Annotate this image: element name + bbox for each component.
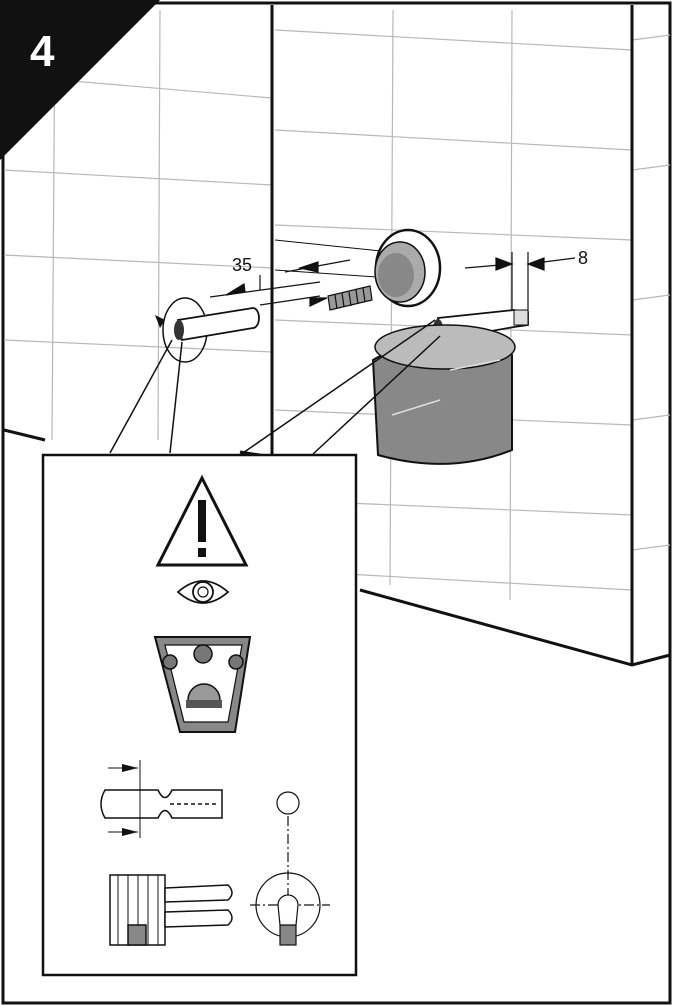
rotation-arrow-icon xyxy=(155,315,165,328)
dimension-label-8: 8 xyxy=(578,248,588,268)
warning-triangle-icon xyxy=(155,474,249,567)
left-rod xyxy=(174,307,260,342)
cup-holder xyxy=(371,324,516,465)
threaded-stud xyxy=(327,285,373,311)
dimension-35 xyxy=(209,259,351,307)
floor-line-right xyxy=(359,588,671,667)
step-number: 4 xyxy=(30,27,55,76)
wall-flange xyxy=(374,228,442,308)
rod-detail xyxy=(100,760,223,838)
floor-line-left xyxy=(3,428,46,442)
callout-lines xyxy=(109,319,441,456)
bracket-icon xyxy=(153,636,252,733)
alignment-symbol xyxy=(250,791,330,946)
bracket-assembly xyxy=(109,874,233,946)
step-badge xyxy=(0,0,160,160)
dimension-8 xyxy=(464,252,576,310)
eye-icon xyxy=(176,580,230,604)
dimension-label-35: 35 xyxy=(232,255,252,275)
